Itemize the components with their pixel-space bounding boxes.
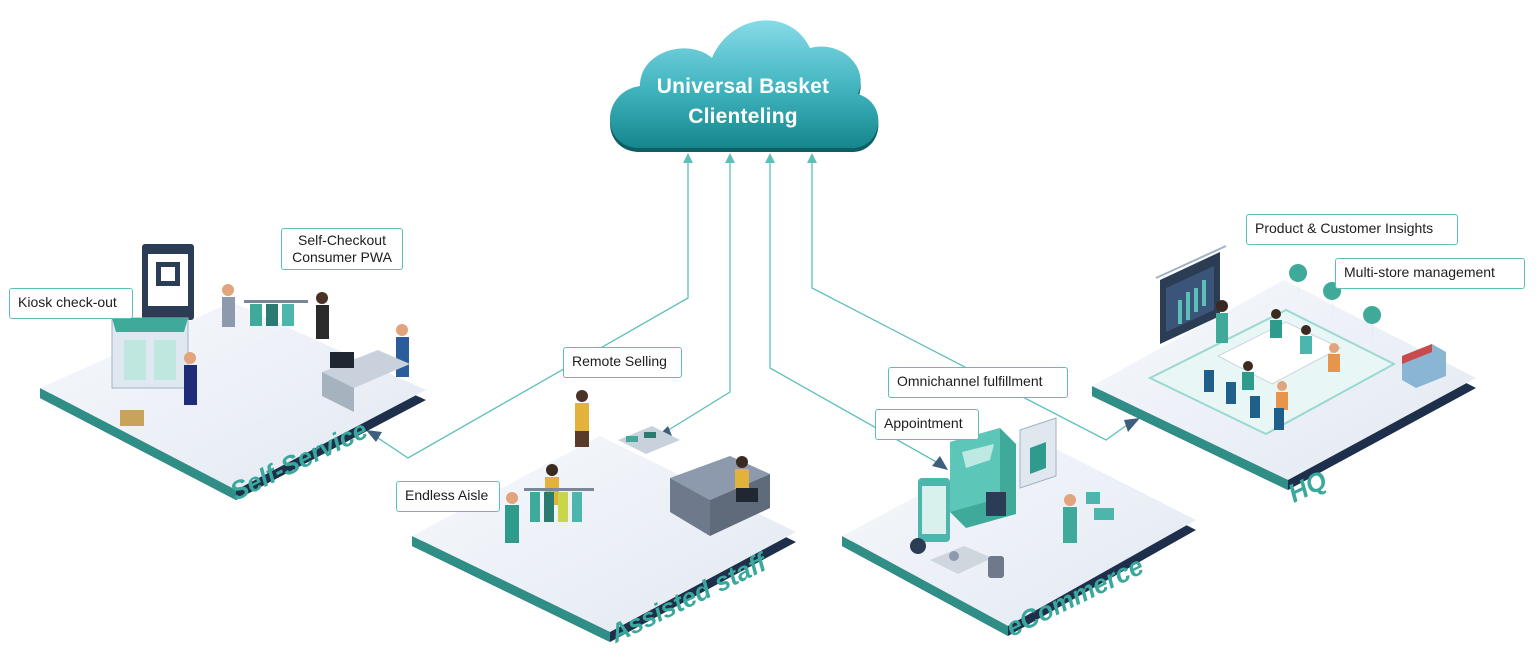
label-omnichannel-text: Omnichannel fulfillment bbox=[897, 373, 1043, 389]
label-endless-aisle-text: Endless Aisle bbox=[405, 487, 489, 503]
label-appointment: Appointment bbox=[875, 409, 979, 440]
cloud-shape bbox=[610, 20, 879, 153]
label-self-checkout: Self-Checkout Consumer PWA bbox=[281, 228, 403, 270]
label-kiosk-checkout-text: Kiosk check-out bbox=[18, 294, 117, 310]
label-self-checkout-line1: Self-Checkout bbox=[298, 232, 386, 248]
label-endless-aisle: Endless Aisle bbox=[396, 481, 500, 512]
label-multi-store-text: Multi-store management bbox=[1344, 264, 1495, 280]
platform-hq bbox=[1092, 245, 1476, 490]
cloud-title-line2: Clienteling bbox=[688, 105, 798, 128]
label-omnichannel: Omnichannel fulfillment bbox=[888, 367, 1068, 398]
cloud-title-line1: Universal Basket bbox=[656, 75, 830, 98]
cloud-title: Universal Basket Clienteling bbox=[620, 72, 866, 132]
platform-assisted-staff bbox=[412, 390, 796, 642]
platform-self-service bbox=[40, 244, 426, 500]
label-remote-selling-text: Remote Selling bbox=[572, 353, 667, 369]
platform-ecommerce bbox=[842, 417, 1196, 636]
connector-lines bbox=[371, 158, 1135, 465]
label-kiosk-checkout: Kiosk check-out bbox=[9, 288, 133, 319]
label-multi-store: Multi-store management bbox=[1335, 258, 1525, 289]
label-appointment-text: Appointment bbox=[884, 415, 963, 431]
label-self-checkout-line2: Consumer PWA bbox=[292, 249, 392, 265]
label-product-insights: Product & Customer Insights bbox=[1246, 214, 1458, 245]
cloud-arrowheads bbox=[683, 153, 817, 163]
label-remote-selling: Remote Selling bbox=[563, 347, 682, 378]
label-product-insights-text: Product & Customer Insights bbox=[1255, 220, 1434, 236]
